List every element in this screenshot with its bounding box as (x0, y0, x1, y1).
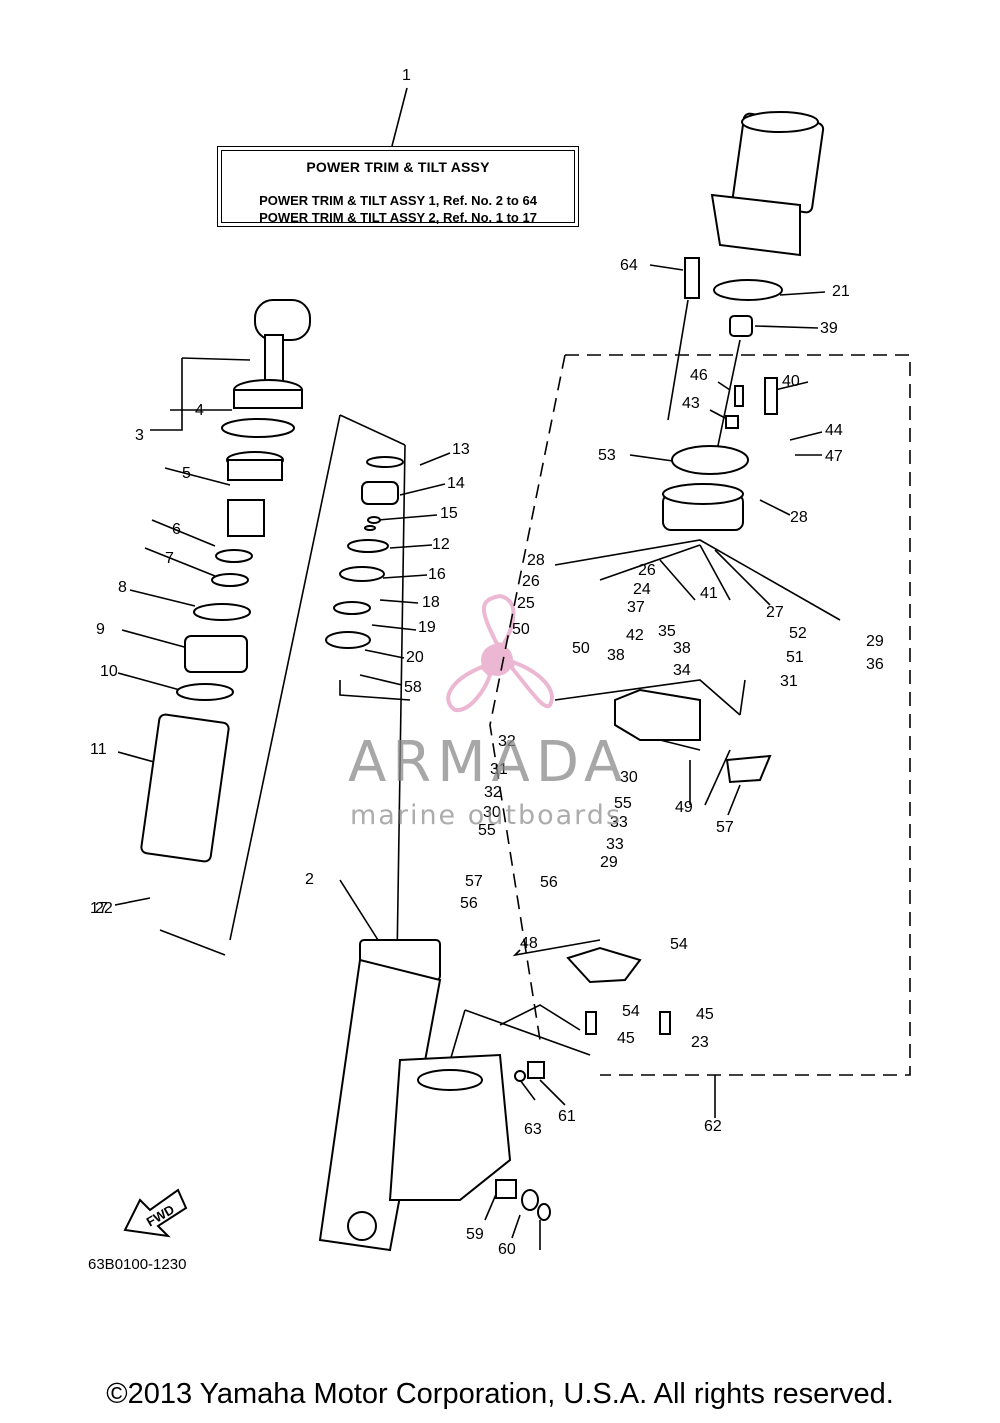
callout-32: 32 (484, 784, 502, 801)
callout-9: 9 (96, 621, 105, 638)
callout-60: 60 (498, 1241, 516, 1258)
callout-49: 49 (675, 799, 693, 816)
callout-17: 17 (90, 900, 108, 917)
callout-24: 24 (633, 581, 651, 598)
callout-28: 28 (790, 509, 808, 526)
callout-40: 40 (782, 373, 800, 390)
callout-57: 57 (465, 873, 483, 890)
callout-31: 31 (490, 761, 508, 778)
callout-62: 62 (704, 1118, 722, 1135)
callout-53: 53 (598, 447, 616, 464)
callout-45: 45 (617, 1030, 635, 1047)
callout-59: 59 (466, 1226, 484, 1243)
callout-61: 61 (558, 1108, 576, 1125)
callout-10: 10 (100, 663, 118, 680)
callout-41: 41 (700, 585, 718, 602)
callout-31: 31 (780, 673, 798, 690)
callout-55: 55 (478, 822, 496, 839)
callout-22: 22 (95, 900, 113, 917)
callout-52: 52 (789, 625, 807, 642)
callout-6: 6 (172, 521, 181, 538)
callout-19: 19 (418, 619, 436, 636)
callout-33: 33 (610, 814, 628, 831)
callout-54: 54 (670, 936, 688, 953)
leader-lines (114, 87, 826, 1091)
callout-39: 39 (820, 320, 838, 337)
callout-44: 44 (825, 422, 843, 439)
callout-3: 3 (135, 427, 144, 444)
callout-51: 51 (786, 649, 804, 666)
callout-14: 14 (447, 475, 465, 492)
callout-45: 45 (696, 1006, 714, 1023)
legend-title: POWER TRIM & TILT ASSY (306, 159, 490, 175)
callout-29: 29 (600, 854, 618, 871)
callout-11: 11 (90, 741, 107, 758)
part-silhouettes (140, 111, 825, 1252)
callout-58: 58 (404, 679, 422, 696)
callout-29: 29 (866, 633, 884, 650)
callout-55: 55 (614, 795, 632, 812)
callout-50: 50 (512, 621, 530, 638)
callout-32: 32 (498, 733, 516, 750)
callout-16: 16 (428, 566, 446, 583)
callout-13: 13 (452, 441, 470, 458)
callout-48: 48 (520, 935, 538, 952)
callout-43: 43 (682, 395, 700, 412)
diagram-code: 63B0100-1230 (88, 1256, 187, 1273)
callout-18: 18 (422, 594, 440, 611)
callout-21: 21 (832, 283, 850, 300)
callout-5: 5 (182, 465, 191, 482)
callout-46: 46 (690, 367, 708, 384)
callout-56: 56 (460, 895, 478, 912)
valve-leader-lines (439, 539, 841, 1250)
callout-47: 47 (825, 448, 843, 465)
watermark-brand-tagline: marine outboards (350, 800, 623, 831)
callout-34: 34 (673, 662, 691, 679)
callout-2: 2 (305, 871, 314, 888)
callout-56: 56 (540, 874, 558, 891)
assy-legend-box: POWER TRIM & TILT ASSY POWER TRIM & TILT… (217, 146, 579, 227)
fwd-arrow-icon: FWD (123, 1188, 188, 1238)
callout-35: 35 (658, 623, 676, 640)
callout-12: 12 (432, 536, 450, 553)
callout-26: 26 (522, 573, 540, 590)
legend-inner-border: POWER TRIM & TILT ASSY POWER TRIM & TILT… (221, 150, 575, 225)
callout-57: 57 (716, 819, 734, 836)
callout-50: 50 (572, 640, 590, 657)
callout-30: 30 (483, 804, 501, 821)
callout-28: 28 (527, 552, 545, 569)
callout-15: 15 (440, 505, 458, 522)
callout-4: 4 (195, 402, 204, 419)
callout-7: 7 (165, 550, 174, 567)
callout-64: 64 (620, 257, 638, 274)
callout-1: 1 (402, 67, 411, 84)
callout-42: 42 (626, 627, 644, 644)
callout-8: 8 (118, 579, 127, 596)
watermark-propeller-icon (446, 593, 554, 713)
callout-54: 54 (622, 1003, 640, 1020)
callout-numbers: 1234567891011172213141512161819205864213… (90, 67, 884, 1258)
callout-25: 25 (517, 595, 535, 612)
callout-30: 30 (620, 769, 638, 786)
legend-line-assy-2: POWER TRIM & TILT ASSY 2, Ref. No. 1 to … (259, 210, 537, 225)
callout-20: 20 (406, 649, 424, 666)
watermark-brand-name: ARMADA (348, 730, 629, 795)
assy-23-outline (489, 354, 911, 1076)
callout-26: 26 (638, 562, 656, 579)
legend-line-assy-1: POWER TRIM & TILT ASSY 1, Ref. No. 2 to … (259, 193, 537, 208)
callout-36: 36 (866, 656, 884, 673)
callout-38: 38 (607, 647, 625, 664)
callout-23: 23 (691, 1034, 709, 1051)
callout-38: 38 (673, 640, 691, 657)
callout-63: 63 (524, 1121, 542, 1138)
copyright-notice: ©2013 Yamaha Motor Corporation, U.S.A. A… (106, 1378, 894, 1410)
callout-27: 27 (766, 604, 784, 621)
callout-33: 33 (606, 836, 624, 853)
callout-37: 37 (627, 599, 645, 616)
